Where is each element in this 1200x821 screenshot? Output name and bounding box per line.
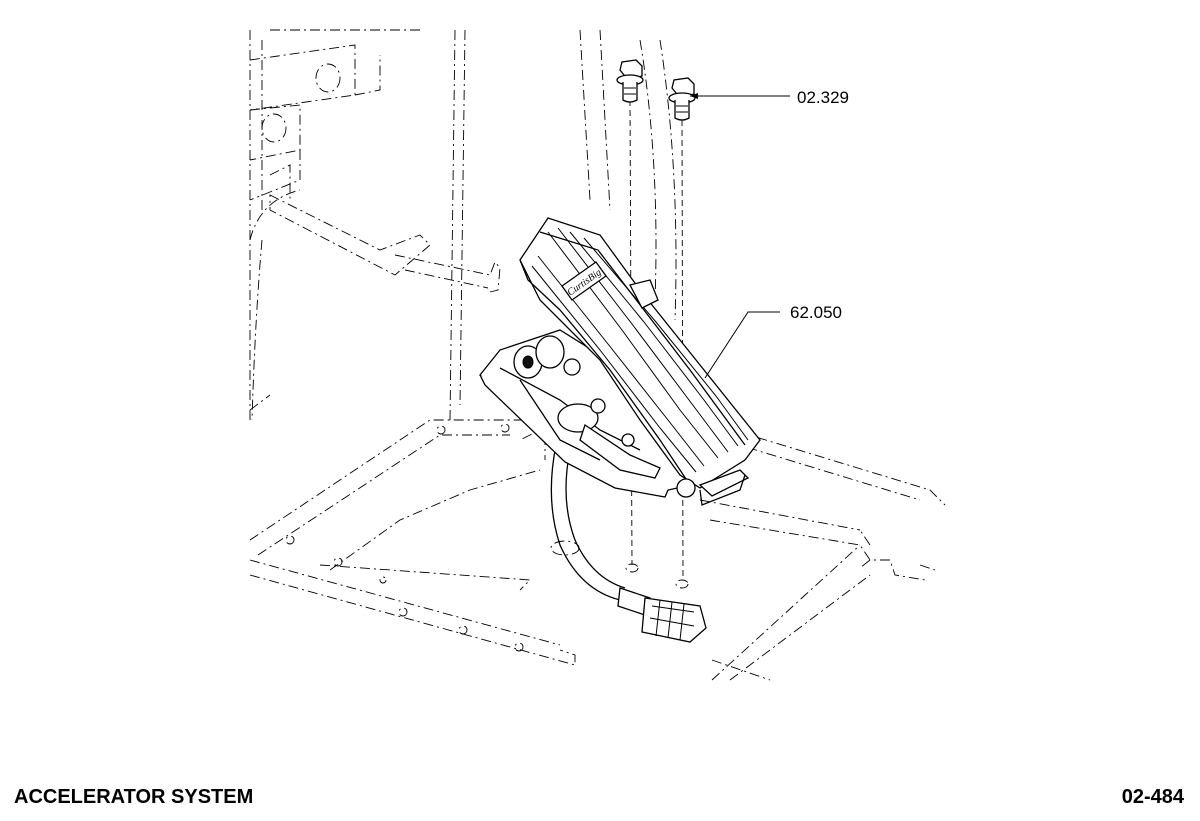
accelerator-pedal-assembly	[479, 217, 761, 506]
wiring-harness	[550, 444, 707, 643]
bolt-left	[616, 59, 644, 103]
callout-leader-02-329	[690, 93, 790, 99]
callout-leader-62-050	[704, 311, 780, 379]
page-number: 02-484	[1121, 786, 1184, 808]
bolt-right	[668, 77, 696, 121]
part-number-62-050: 62.050	[790, 303, 842, 322]
page-title: ACCELERATOR SYSTEM	[14, 786, 254, 808]
part-number-02-329: 02.329	[797, 88, 849, 107]
